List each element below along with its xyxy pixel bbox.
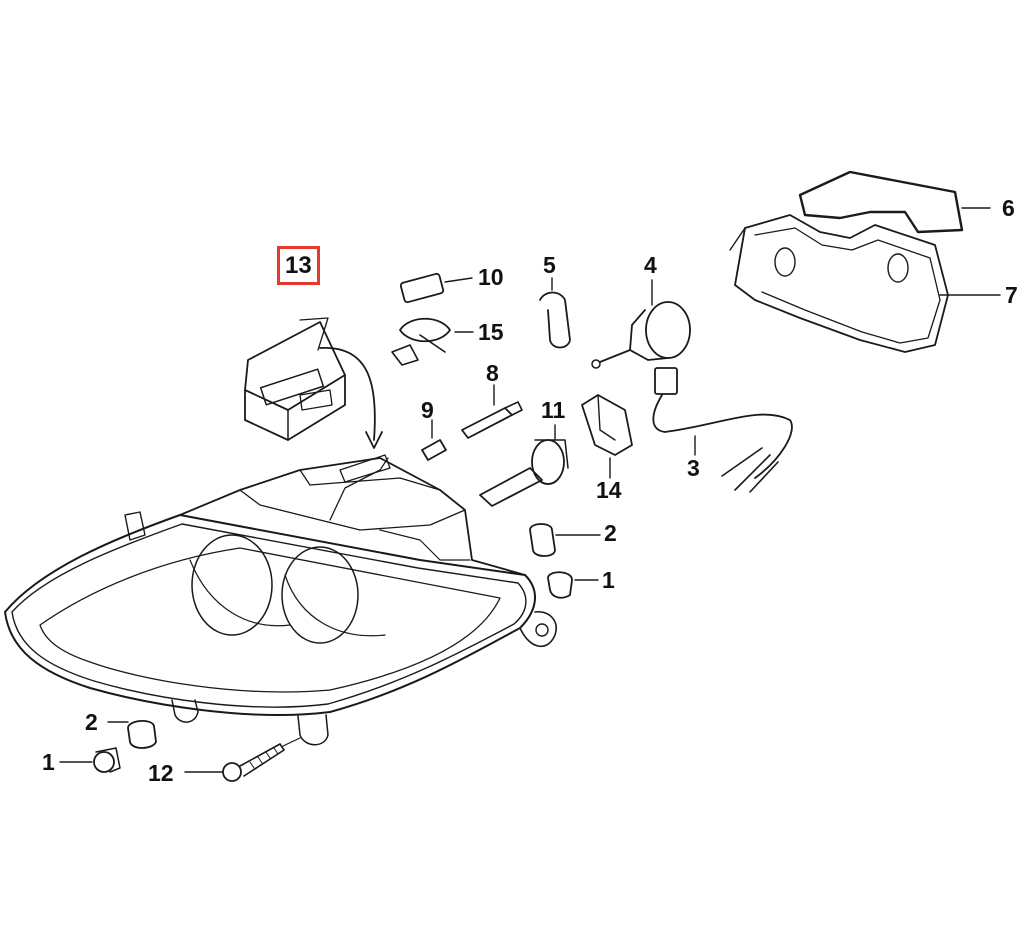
part-3-wiring-harness <box>652 367 793 493</box>
callout-4[interactable]: 4 <box>644 252 657 278</box>
part-13-control-module <box>244 317 346 441</box>
callout-8[interactable]: 8 <box>486 360 499 386</box>
callout-1-left[interactable]: 1 <box>42 749 55 775</box>
callout-7[interactable]: 7 <box>1005 282 1018 308</box>
callout-3[interactable]: 3 <box>687 455 700 481</box>
callout-11[interactable]: 11 <box>541 397 566 423</box>
callout-13[interactable]: 13 <box>277 246 320 285</box>
part-8-pin <box>461 384 523 439</box>
part-1-clip-right <box>547 571 599 599</box>
callout-6[interactable]: 6 <box>1002 195 1015 221</box>
part-5-tube <box>539 277 571 349</box>
part-2-cap-left <box>107 720 157 749</box>
callout-10[interactable]: 10 <box>478 264 504 290</box>
part-4-adjuster-motor <box>591 279 691 369</box>
callout-9[interactable]: 9 <box>421 397 434 423</box>
callout-2-right[interactable]: 2 <box>604 520 617 546</box>
part-11-headlight-bulb <box>479 424 569 507</box>
callout-2-left[interactable]: 2 <box>85 709 98 735</box>
callout-5[interactable]: 5 <box>543 252 556 278</box>
part-14-bracket <box>581 394 633 479</box>
part-9-small-bulb <box>421 419 447 461</box>
callout-12[interactable]: 12 <box>148 760 174 786</box>
callout-1-right[interactable]: 1 <box>602 567 615 593</box>
part-1-clip-left <box>59 747 121 773</box>
callout-14[interactable]: 14 <box>596 477 622 503</box>
callout-15[interactable]: 15 <box>478 319 504 345</box>
part-2-cap-right <box>529 523 601 557</box>
part-10-fuse <box>399 272 473 304</box>
part-12-screw <box>184 737 301 782</box>
headlight-housing <box>4 347 557 746</box>
part-7-rear-cover <box>729 214 1001 353</box>
part-15-bulb-socket <box>391 317 474 366</box>
part-6-seal <box>798 170 991 234</box>
